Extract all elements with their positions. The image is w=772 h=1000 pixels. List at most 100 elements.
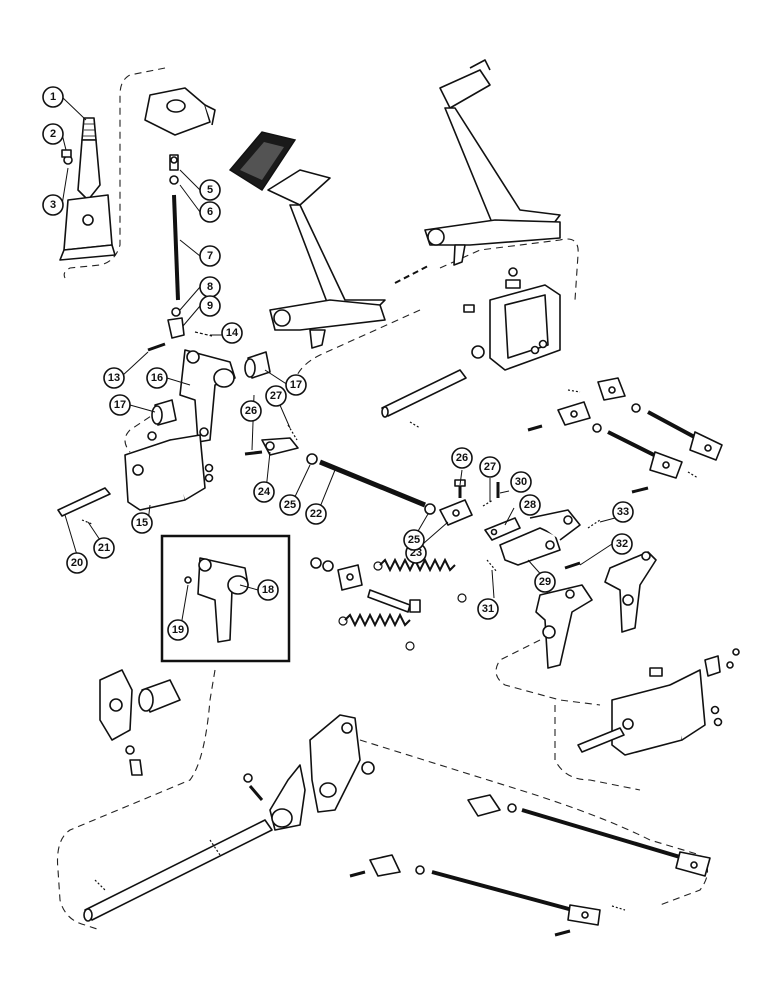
- bolt-26-left: [244, 450, 263, 456]
- callout-8: 8: [199, 276, 221, 298]
- lever-16: [179, 349, 236, 443]
- callout-32: 32: [611, 533, 633, 555]
- callout-5: 5: [199, 179, 221, 201]
- svg-text:17: 17: [290, 379, 302, 391]
- svg-text:19: 19: [172, 624, 184, 636]
- spring-lower: [338, 612, 415, 651]
- callout-7: 7: [199, 245, 221, 267]
- callout-27-right: 27: [479, 456, 501, 478]
- nut-25-right: [424, 503, 436, 515]
- pin-33: [587, 519, 601, 529]
- rod-right-middle: [527, 401, 699, 494]
- svg-text:3: 3: [50, 199, 56, 211]
- lever-right-b: [604, 551, 657, 633]
- svg-text:8: 8: [207, 281, 213, 293]
- callout-31: 31: [477, 598, 499, 620]
- pin-20: [57, 487, 111, 517]
- pedal-right: [424, 59, 561, 266]
- callout-28: 28: [519, 494, 541, 516]
- svg-text:1: 1: [50, 91, 56, 103]
- bolt-2: [61, 149, 72, 158]
- callout-21: 21: [93, 537, 115, 559]
- arm-lower-center: [243, 714, 375, 831]
- bushing-17-lower: [151, 399, 177, 426]
- callout-19: 19: [167, 619, 189, 641]
- svg-text:17: 17: [114, 399, 126, 411]
- shaft-center: [381, 369, 467, 429]
- callout-17-lower: 17: [109, 394, 131, 416]
- pin-27-right: [482, 499, 494, 507]
- rod-lower-2: [349, 854, 626, 937]
- svg-text:30: 30: [515, 476, 527, 488]
- svg-text:14: 14: [226, 327, 239, 339]
- svg-text:2: 2: [50, 128, 56, 140]
- callout-29: 29: [534, 571, 556, 593]
- svg-text:29: 29: [539, 576, 551, 588]
- spring-bolt: [367, 589, 421, 613]
- svg-text:28: 28: [524, 499, 536, 511]
- callout-16: 16: [146, 367, 168, 389]
- rod-22: [261, 437, 426, 508]
- callout-30: 30: [510, 471, 532, 493]
- rod-lower-1: [467, 794, 711, 877]
- svg-text:26: 26: [245, 405, 257, 417]
- callout-1: 1: [42, 86, 64, 108]
- link-29: [499, 509, 581, 566]
- lever-right-a: [535, 584, 593, 669]
- pedal-left: [267, 169, 386, 349]
- clevis-23: [439, 499, 473, 526]
- pin-dashed-upper: [394, 264, 431, 284]
- svg-text:27: 27: [484, 461, 496, 473]
- spring-anchor: [310, 557, 363, 591]
- svg-text:27: 27: [270, 390, 282, 402]
- pin-27-left: [287, 424, 298, 441]
- callout-27-left: 27: [265, 385, 287, 407]
- callouts: 1 2 3 5 6 7 8 9 13 14 15 16 17 17 18 19 …: [42, 86, 634, 641]
- hand-lever: [59, 117, 116, 261]
- svg-text:33: 33: [617, 506, 629, 518]
- callout-20: 20: [66, 552, 88, 574]
- bracket-upper-right: [463, 267, 561, 371]
- mounting-plate: [144, 87, 216, 136]
- svg-text:24: 24: [258, 486, 271, 498]
- callout-13: 13: [103, 367, 125, 389]
- svg-text:21: 21: [98, 542, 110, 554]
- pedal-pad: [228, 131, 297, 191]
- svg-text:7: 7: [207, 250, 213, 262]
- bolt-32: [564, 561, 581, 570]
- svg-text:16: 16: [151, 372, 163, 384]
- callout-17-upper: 17: [285, 374, 307, 396]
- svg-text:15: 15: [136, 517, 148, 529]
- shaft-long: [83, 819, 273, 922]
- pin-31: [486, 559, 498, 573]
- callout-25-right: 25: [403, 529, 425, 551]
- callout-15: 15: [131, 512, 153, 534]
- callout-26-right: 26: [451, 447, 473, 469]
- spring-upper: [373, 557, 467, 603]
- svg-text:25: 25: [284, 499, 296, 511]
- svg-text:32: 32: [616, 538, 628, 550]
- callout-25-left: 25: [279, 494, 301, 516]
- callout-26-left: 26: [240, 400, 262, 422]
- svg-text:18: 18: [262, 584, 274, 596]
- callout-9: 9: [199, 295, 221, 317]
- svg-text:22: 22: [310, 508, 322, 520]
- callout-24: 24: [253, 481, 275, 503]
- callout-33: 33: [612, 501, 634, 523]
- inset-box: [160, 534, 291, 663]
- callout-2: 2: [42, 123, 64, 145]
- cotter-21: [81, 519, 93, 525]
- rod-7: [167, 154, 185, 339]
- lever-lower-left: [99, 669, 181, 776]
- bracket-15: [124, 431, 214, 511]
- svg-text:26: 26: [456, 452, 468, 464]
- svg-text:20: 20: [71, 557, 83, 569]
- bracket-lower-right: [577, 648, 740, 756]
- leader-lines: [61, 96, 616, 621]
- svg-text:31: 31: [482, 603, 494, 615]
- dashed-outlines: [56, 67, 709, 931]
- svg-text:13: 13: [108, 372, 120, 384]
- pin-13: [147, 342, 166, 352]
- svg-text:9: 9: [207, 300, 213, 312]
